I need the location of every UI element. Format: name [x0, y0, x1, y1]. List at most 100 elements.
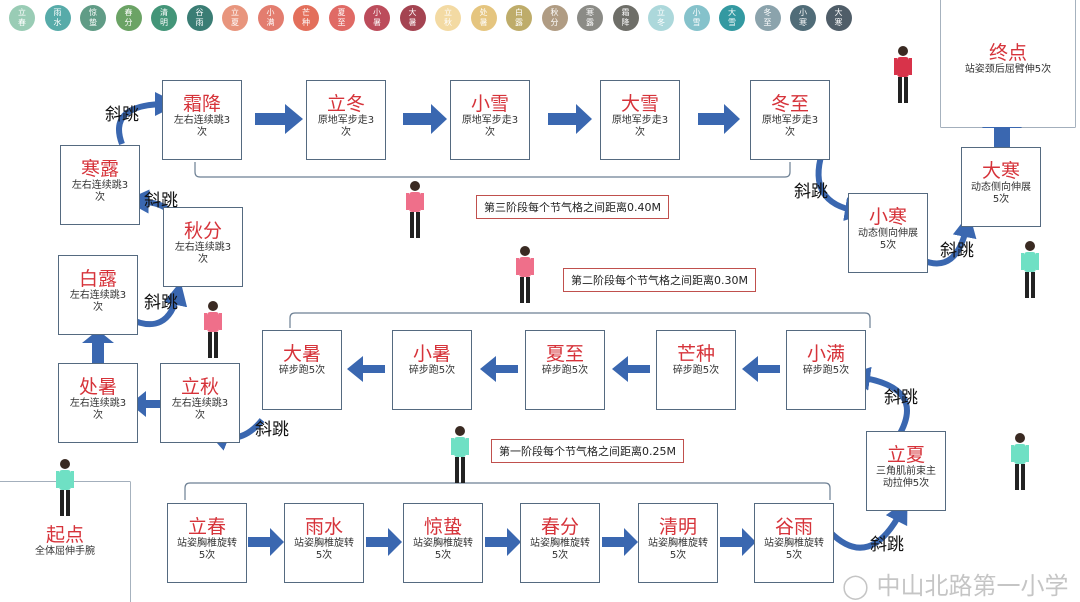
- solar-term-icon: 秋分: [541, 5, 568, 31]
- station-title: 谷雨: [774, 516, 813, 538]
- station-title: 小满: [806, 343, 845, 365]
- stage2-bracket: [289, 312, 871, 328]
- station-shuangjiang: 霜降左右连续跳3次: [162, 80, 242, 160]
- station-desc: 碎步跑5次: [672, 365, 720, 376]
- start-title: 起点: [45, 524, 84, 546]
- station-dongzhi: 冬至原地军步走3次: [750, 80, 830, 160]
- station-chunfen: 春分站姿胸椎旋转5次: [520, 503, 600, 583]
- station-desc: 动态侧向伸展5次: [971, 182, 1031, 205]
- solar-term-icon: 立秋: [435, 5, 461, 31]
- student-figure-icon: [888, 45, 918, 111]
- station-xiaohan: 小寒动态侧向伸展5次: [848, 193, 928, 273]
- curved-jump-arrows: [116, 92, 977, 551]
- station-xiazhi: 夏至碎步跑5次: [525, 330, 605, 410]
- solar-term-icon: 寒露: [577, 5, 603, 31]
- stage1-bracket: [184, 482, 831, 500]
- station-desc: 左右连续跳3次: [69, 290, 127, 313]
- station-title: 寒露: [80, 158, 119, 180]
- end-title: 终点: [988, 42, 1027, 64]
- solar-term-icon: 大暑: [399, 5, 426, 31]
- station-title: 小寒: [868, 206, 907, 228]
- station-desc: 三角肌前束主动拉伸5次: [876, 466, 936, 489]
- solar-term-icon: 立冬: [648, 5, 674, 31]
- solar-term-icon: 芒种: [293, 5, 319, 31]
- station-xiaoxue: 小雪原地军步走3次: [450, 80, 530, 160]
- station-title: 惊蛰: [423, 516, 462, 538]
- station-desc: 站姿胸椎旋转5次: [530, 538, 590, 561]
- jump-label: 斜跳: [870, 535, 904, 555]
- watermark-text: 中山北路第一小学: [876, 572, 1069, 600]
- station-qiufen: 秋分左右连续跳3次: [163, 207, 243, 287]
- solar-term-icon: 小满: [257, 5, 284, 31]
- station-desc: 原地军步走3次: [761, 115, 819, 138]
- station-title: 立夏: [886, 444, 925, 466]
- station-title: 夏至: [545, 343, 584, 365]
- station-desc: 站姿胸椎旋转5次: [648, 538, 708, 561]
- station-xiaoman: 小满碎步跑5次: [786, 330, 866, 410]
- start-point-box: 起点全体屈伸手腕: [0, 482, 130, 602]
- station-title: 秋分: [183, 220, 222, 242]
- station-title: 芒种: [676, 343, 715, 365]
- solar-term-icon: 小雪: [683, 5, 710, 31]
- station-title: 立冬: [326, 93, 365, 115]
- student-figure-icon: [1015, 240, 1045, 306]
- station-desc: 左右连续跳3次: [71, 180, 129, 203]
- station-desc: 左右连续跳3次: [174, 242, 232, 265]
- solar-term-icon: 白露: [506, 5, 532, 31]
- stage3-label: 第三阶段每个节气格之间距离0.40M: [476, 195, 669, 219]
- station-xiaoshu: 小暑碎步跑5次: [392, 330, 472, 410]
- station-liqiu: 立秋左右连续跳3次: [160, 363, 240, 443]
- station-title: 大暑: [282, 343, 321, 365]
- station-qingming: 清明站姿胸椎旋转5次: [638, 503, 718, 583]
- station-title: 大雪: [620, 93, 659, 115]
- stage1-label: 第一阶段每个节气格之间距离0.25M: [491, 439, 684, 463]
- end-point-box: 终点站姿颈后屈臂伸5次: [941, 0, 1075, 127]
- stage3-bracket: [194, 162, 791, 178]
- station-desc: 碎步跑5次: [408, 365, 456, 376]
- station-mangzhong: 芒种碎步跑5次: [656, 330, 736, 410]
- station-title: 大寒: [981, 160, 1020, 182]
- station-desc: 站姿胸椎旋转5次: [413, 538, 473, 561]
- station-desc: 碎步跑5次: [802, 365, 850, 376]
- station-bailu: 白露左右连续跳3次: [58, 255, 138, 335]
- student-figure-icon: [445, 425, 475, 491]
- end-desc: 站姿颈后屈臂伸5次: [964, 64, 1052, 75]
- solar-term-icon: 大雪: [719, 5, 745, 31]
- solar-term-icon: 处暑: [470, 5, 497, 31]
- solar-term-icon: 清明: [151, 5, 177, 31]
- solar-term-icon: 小寒: [790, 5, 816, 31]
- station-title: 立秋: [180, 376, 219, 398]
- station-desc: 原地军步走3次: [461, 115, 519, 138]
- student-figure-icon: [50, 458, 80, 524]
- station-desc: 站姿胸椎旋转5次: [294, 538, 354, 561]
- station-desc: 原地军步走3次: [317, 115, 375, 138]
- station-title: 霜降: [182, 93, 221, 115]
- station-guyu: 谷雨站姿胸椎旋转5次: [754, 503, 834, 583]
- block-arrows: [82, 104, 1022, 556]
- station-title: 春分: [540, 516, 579, 538]
- solar-term-icon: 谷雨: [186, 5, 213, 31]
- station-desc: 左右连续跳3次: [171, 398, 229, 421]
- station-title: 白露: [78, 268, 117, 290]
- stage2-label: 第二阶段每个节气格之间距离0.30M: [563, 268, 756, 292]
- jump-label: 斜跳: [794, 182, 828, 202]
- solar-term-icon: 立春: [9, 5, 35, 31]
- station-desc: 站姿胸椎旋转5次: [177, 538, 237, 561]
- station-desc: 左右连续跳3次: [173, 115, 231, 138]
- jump-label: 斜跳: [255, 420, 289, 440]
- jump-label: 斜跳: [884, 388, 918, 408]
- solar-term-icon: 小暑: [364, 5, 390, 31]
- station-desc: 碎步跑5次: [278, 365, 326, 376]
- solar-term-icon: 冬至: [754, 5, 781, 31]
- station-dashu: 大暑碎步跑5次: [262, 330, 342, 410]
- station-lidong: 立冬原地军步走3次: [306, 80, 386, 160]
- jump-label: 斜跳: [144, 191, 178, 211]
- solar-term-icon: 雨水: [44, 5, 71, 31]
- solar-term-icon: 夏至: [328, 5, 355, 31]
- station-lixia: 立夏三角肌前束主动拉伸5次: [866, 431, 946, 511]
- station-yushui: 雨水站姿胸椎旋转5次: [284, 503, 364, 583]
- solar-term-icon: 大寒: [825, 5, 852, 31]
- station-desc: 站姿胸椎旋转5次: [764, 538, 824, 561]
- station-dahan: 大寒动态侧向伸展5次: [961, 147, 1041, 227]
- watermark: ◯ 中山北路第一小学: [842, 572, 1069, 600]
